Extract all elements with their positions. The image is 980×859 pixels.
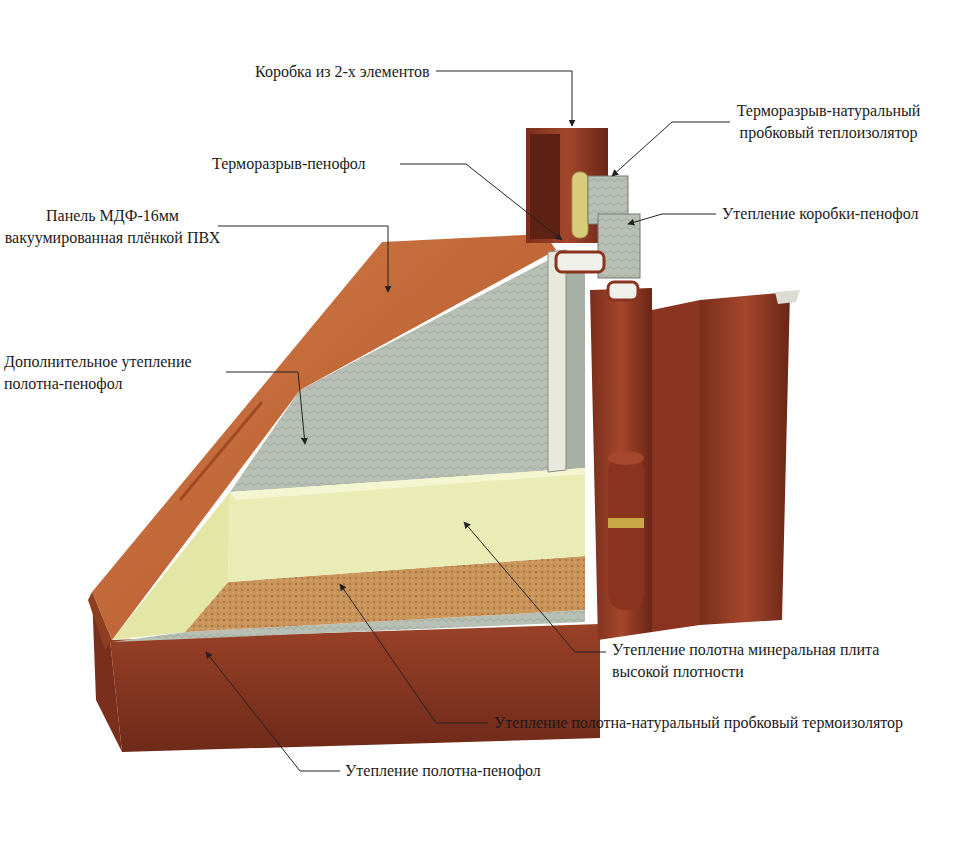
callout-label: Утепление коробки-пенофол: [722, 203, 918, 225]
callout-label: Терморазрыв-натуральный пробковый теплои…: [735, 100, 922, 144]
hinge: [608, 455, 644, 610]
callout-label: Терморазрыв-пенофол: [212, 153, 366, 175]
hinge-cap: [608, 451, 644, 465]
frame-outer: [700, 292, 790, 625]
frame-box-inner: [530, 134, 560, 239]
cork-seal: [572, 172, 588, 238]
thermal-break: [548, 250, 566, 472]
callout-label: Утепление полотна-натуральный пробковый …: [494, 712, 903, 734]
mdf-groove: [180, 402, 262, 500]
callout-label: Панель МДФ-16мм вакуумированная плёнкой …: [3, 205, 222, 249]
mineral-top: [230, 468, 585, 500]
callout-label: Дополнительное утепление полотна-пенофол: [4, 351, 195, 395]
seal: [556, 252, 604, 272]
callout-label: Коробка из 2-х элементов: [255, 61, 430, 83]
frame-flange: [652, 300, 700, 632]
mineral-plate: [228, 468, 585, 582]
mdf-edge: [88, 592, 112, 650]
callout-label: Утепление полотна-пенофол: [345, 760, 541, 782]
steel-sheet: [110, 624, 600, 752]
callout-label: Утепление полотна минеральная плита высо…: [612, 639, 883, 683]
hinge-ring: [608, 518, 644, 528]
frame-lip: [775, 290, 800, 304]
seal: [608, 282, 638, 300]
mdf-panel: [92, 234, 556, 640]
door-frame: [590, 288, 652, 640]
